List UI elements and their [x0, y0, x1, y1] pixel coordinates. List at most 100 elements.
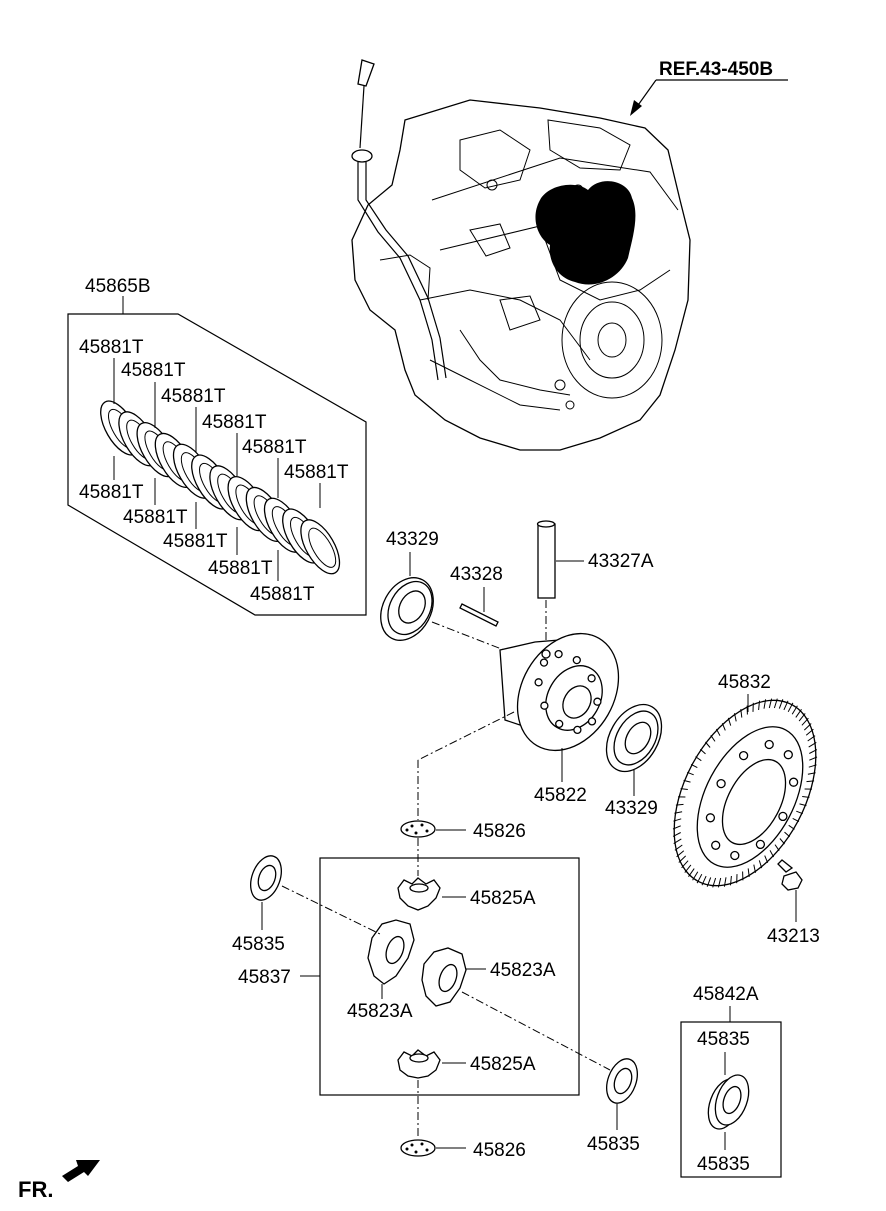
gear-tooth — [808, 741, 817, 748]
gear-tooth — [758, 700, 760, 711]
label-45881T-upper-1: 45881T — [79, 337, 144, 358]
gear-tooth — [740, 709, 743, 718]
gear-tooth — [799, 803, 807, 807]
side-gear-45823A-left — [367, 919, 415, 985]
gear-tooth — [801, 717, 809, 726]
label-45835-kit-top: 45835 — [697, 1029, 750, 1050]
label-45881T-upper-3: 45881T — [161, 386, 226, 407]
washer-45826-top — [400, 820, 436, 838]
gear-tooth — [674, 844, 683, 851]
ring-gear-bolt-hole — [783, 750, 793, 760]
gear-tooth — [796, 810, 803, 815]
case-bolt-hole — [593, 697, 602, 706]
ring-gear-bolt-hole — [730, 850, 740, 861]
clutch-disc — [300, 519, 341, 575]
label-45823A-right: 45823A — [490, 960, 556, 981]
gear-tooth — [788, 824, 795, 830]
case-bolt-hole — [587, 717, 597, 726]
differential-case-45822 — [499, 632, 620, 752]
dipstick-icon — [351, 59, 447, 381]
gear-tooth — [758, 860, 763, 869]
case-bolt-hole — [539, 658, 549, 667]
gear-tooth — [690, 763, 698, 769]
side-gear-45823A-right — [421, 947, 467, 1007]
ring-gear-bolt-hole — [778, 811, 788, 822]
gear-tooth — [753, 864, 756, 873]
label-45822: 45822 — [534, 785, 587, 806]
ring-gear-bolt-hole — [755, 839, 766, 850]
pinion-gear-45825A-top — [397, 877, 441, 911]
gear-tooth — [678, 855, 687, 863]
label-45823A-left: 45823A — [347, 1001, 413, 1022]
gear-tooth — [747, 868, 750, 877]
washer-45835-left — [250, 855, 282, 901]
case-bolt-hole — [587, 674, 596, 683]
label-45826-top: 45826 — [473, 821, 526, 842]
gear-tooth — [712, 877, 717, 888]
gear-tooth — [730, 875, 732, 886]
gear-tooth — [806, 780, 815, 783]
front-direction-arrow-icon — [62, 1160, 100, 1182]
label-43329-right: 43329 — [605, 798, 658, 819]
label-45881T-lower-1: 45881T — [79, 482, 144, 503]
gear-tooth — [673, 838, 682, 845]
label-43329-left: 43329 — [386, 529, 439, 550]
gear-tooth — [792, 817, 800, 823]
gear-tooth — [723, 877, 727, 887]
gear-tooth — [692, 871, 699, 881]
gear-tooth — [696, 873, 703, 884]
disc-set-frame — [67, 313, 367, 616]
gear-tooth — [783, 700, 789, 711]
gear-tooth — [763, 699, 767, 709]
gear-tooth — [676, 850, 685, 858]
label-45881T-lower-4: 45881T — [208, 558, 273, 579]
label-45881T-upper-4: 45881T — [202, 412, 267, 433]
washer-45826-bottom — [400, 1139, 436, 1157]
gear-tooth — [675, 803, 684, 806]
gear-tooth — [674, 811, 683, 814]
gear-tooth — [687, 771, 694, 776]
gear-tooth — [710, 735, 716, 742]
label-45881T-upper-5: 45881T — [242, 437, 307, 458]
bearing-43329-right — [605, 703, 663, 773]
clutch-disc-set — [67, 296, 367, 616]
gear-tooth — [809, 756, 818, 761]
gear-tooth — [779, 838, 785, 845]
label-45825A-top: 45825A — [470, 888, 536, 909]
bolt-43213 — [777, 859, 803, 891]
gear-tooth — [727, 717, 732, 726]
gear-tooth — [705, 741, 711, 748]
gear-tooth — [774, 844, 780, 851]
label-43213: 43213 — [767, 926, 820, 947]
transaxle-assembly-illustration — [351, 99, 691, 451]
label-45835-kit-bottom: 45835 — [697, 1154, 750, 1175]
reference-label: REF.43-450B — [659, 59, 773, 80]
ring-gear-bolt-hole — [711, 840, 721, 850]
gear-tooth — [717, 877, 722, 888]
housing-opening — [535, 181, 636, 285]
case-bolt-hole — [534, 678, 543, 687]
label-45825A-bottom: 45825A — [470, 1054, 536, 1075]
bearing-43329-left — [380, 577, 434, 641]
gear-tooth — [807, 735, 816, 742]
label-45881T-lower-2: 45881T — [123, 507, 188, 528]
washer-pair-45835-kit — [707, 1074, 750, 1130]
gear-tooth — [721, 723, 726, 731]
gear-tooth — [672, 832, 681, 837]
label-45826-bottom: 45826 — [473, 1140, 526, 1161]
gear-tooth — [768, 698, 773, 709]
ring-gear-45832 — [672, 698, 818, 888]
label-45832: 45832 — [718, 672, 771, 693]
case-bolt-hole — [540, 701, 549, 710]
gear-tooth — [808, 764, 817, 768]
label-43327A: 43327A — [588, 551, 654, 572]
label-45881T-lower-3: 45881T — [163, 531, 228, 552]
gear-tooth — [802, 796, 810, 798]
gear-tooth — [773, 698, 778, 709]
gear-tooth — [807, 772, 816, 775]
case-bolt-hole — [573, 725, 582, 735]
gear-tooth — [798, 713, 806, 722]
gear-tooth — [695, 756, 702, 762]
gear-tooth — [809, 749, 818, 754]
